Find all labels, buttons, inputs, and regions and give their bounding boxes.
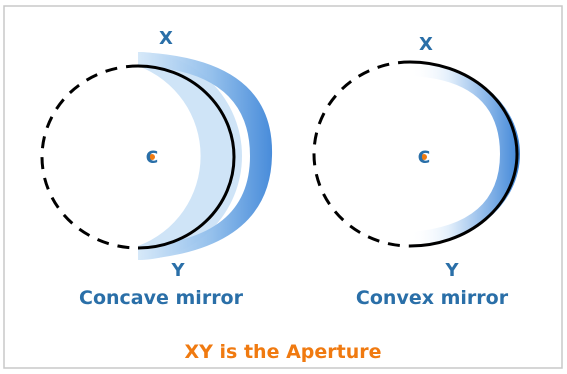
- concave-point-y-label: Y: [170, 260, 185, 281]
- concave-caption: Concave mirror: [79, 287, 244, 309]
- convex-point-y-label: Y: [444, 260, 459, 281]
- convex-dashed-circle: [312, 60, 411, 248]
- convex-center-label: C: [418, 148, 430, 168]
- aperture-footer-note: XY is the Aperture: [185, 341, 382, 363]
- convex-mirror-diagram: C X Y Convex mirror: [312, 34, 520, 309]
- concave-point-x-label: X: [159, 28, 173, 49]
- concave-mirror-arc: [137, 64, 236, 250]
- concave-mirror-diagram: C X Y Concave mirror: [40, 28, 273, 309]
- concave-dashed-circle: [40, 64, 139, 250]
- convex-point-x-label: X: [419, 34, 433, 55]
- convex-center-dot: [421, 154, 427, 160]
- concave-center-label: C: [146, 148, 158, 168]
- convex-mirror-surface: [410, 62, 520, 246]
- diagram-frame: [3, 5, 563, 369]
- concave-mirror-surface: [138, 52, 273, 260]
- convex-mirror-arc: [409, 60, 519, 248]
- convex-caption: Convex mirror: [356, 287, 509, 309]
- concave-center-dot: [149, 154, 155, 160]
